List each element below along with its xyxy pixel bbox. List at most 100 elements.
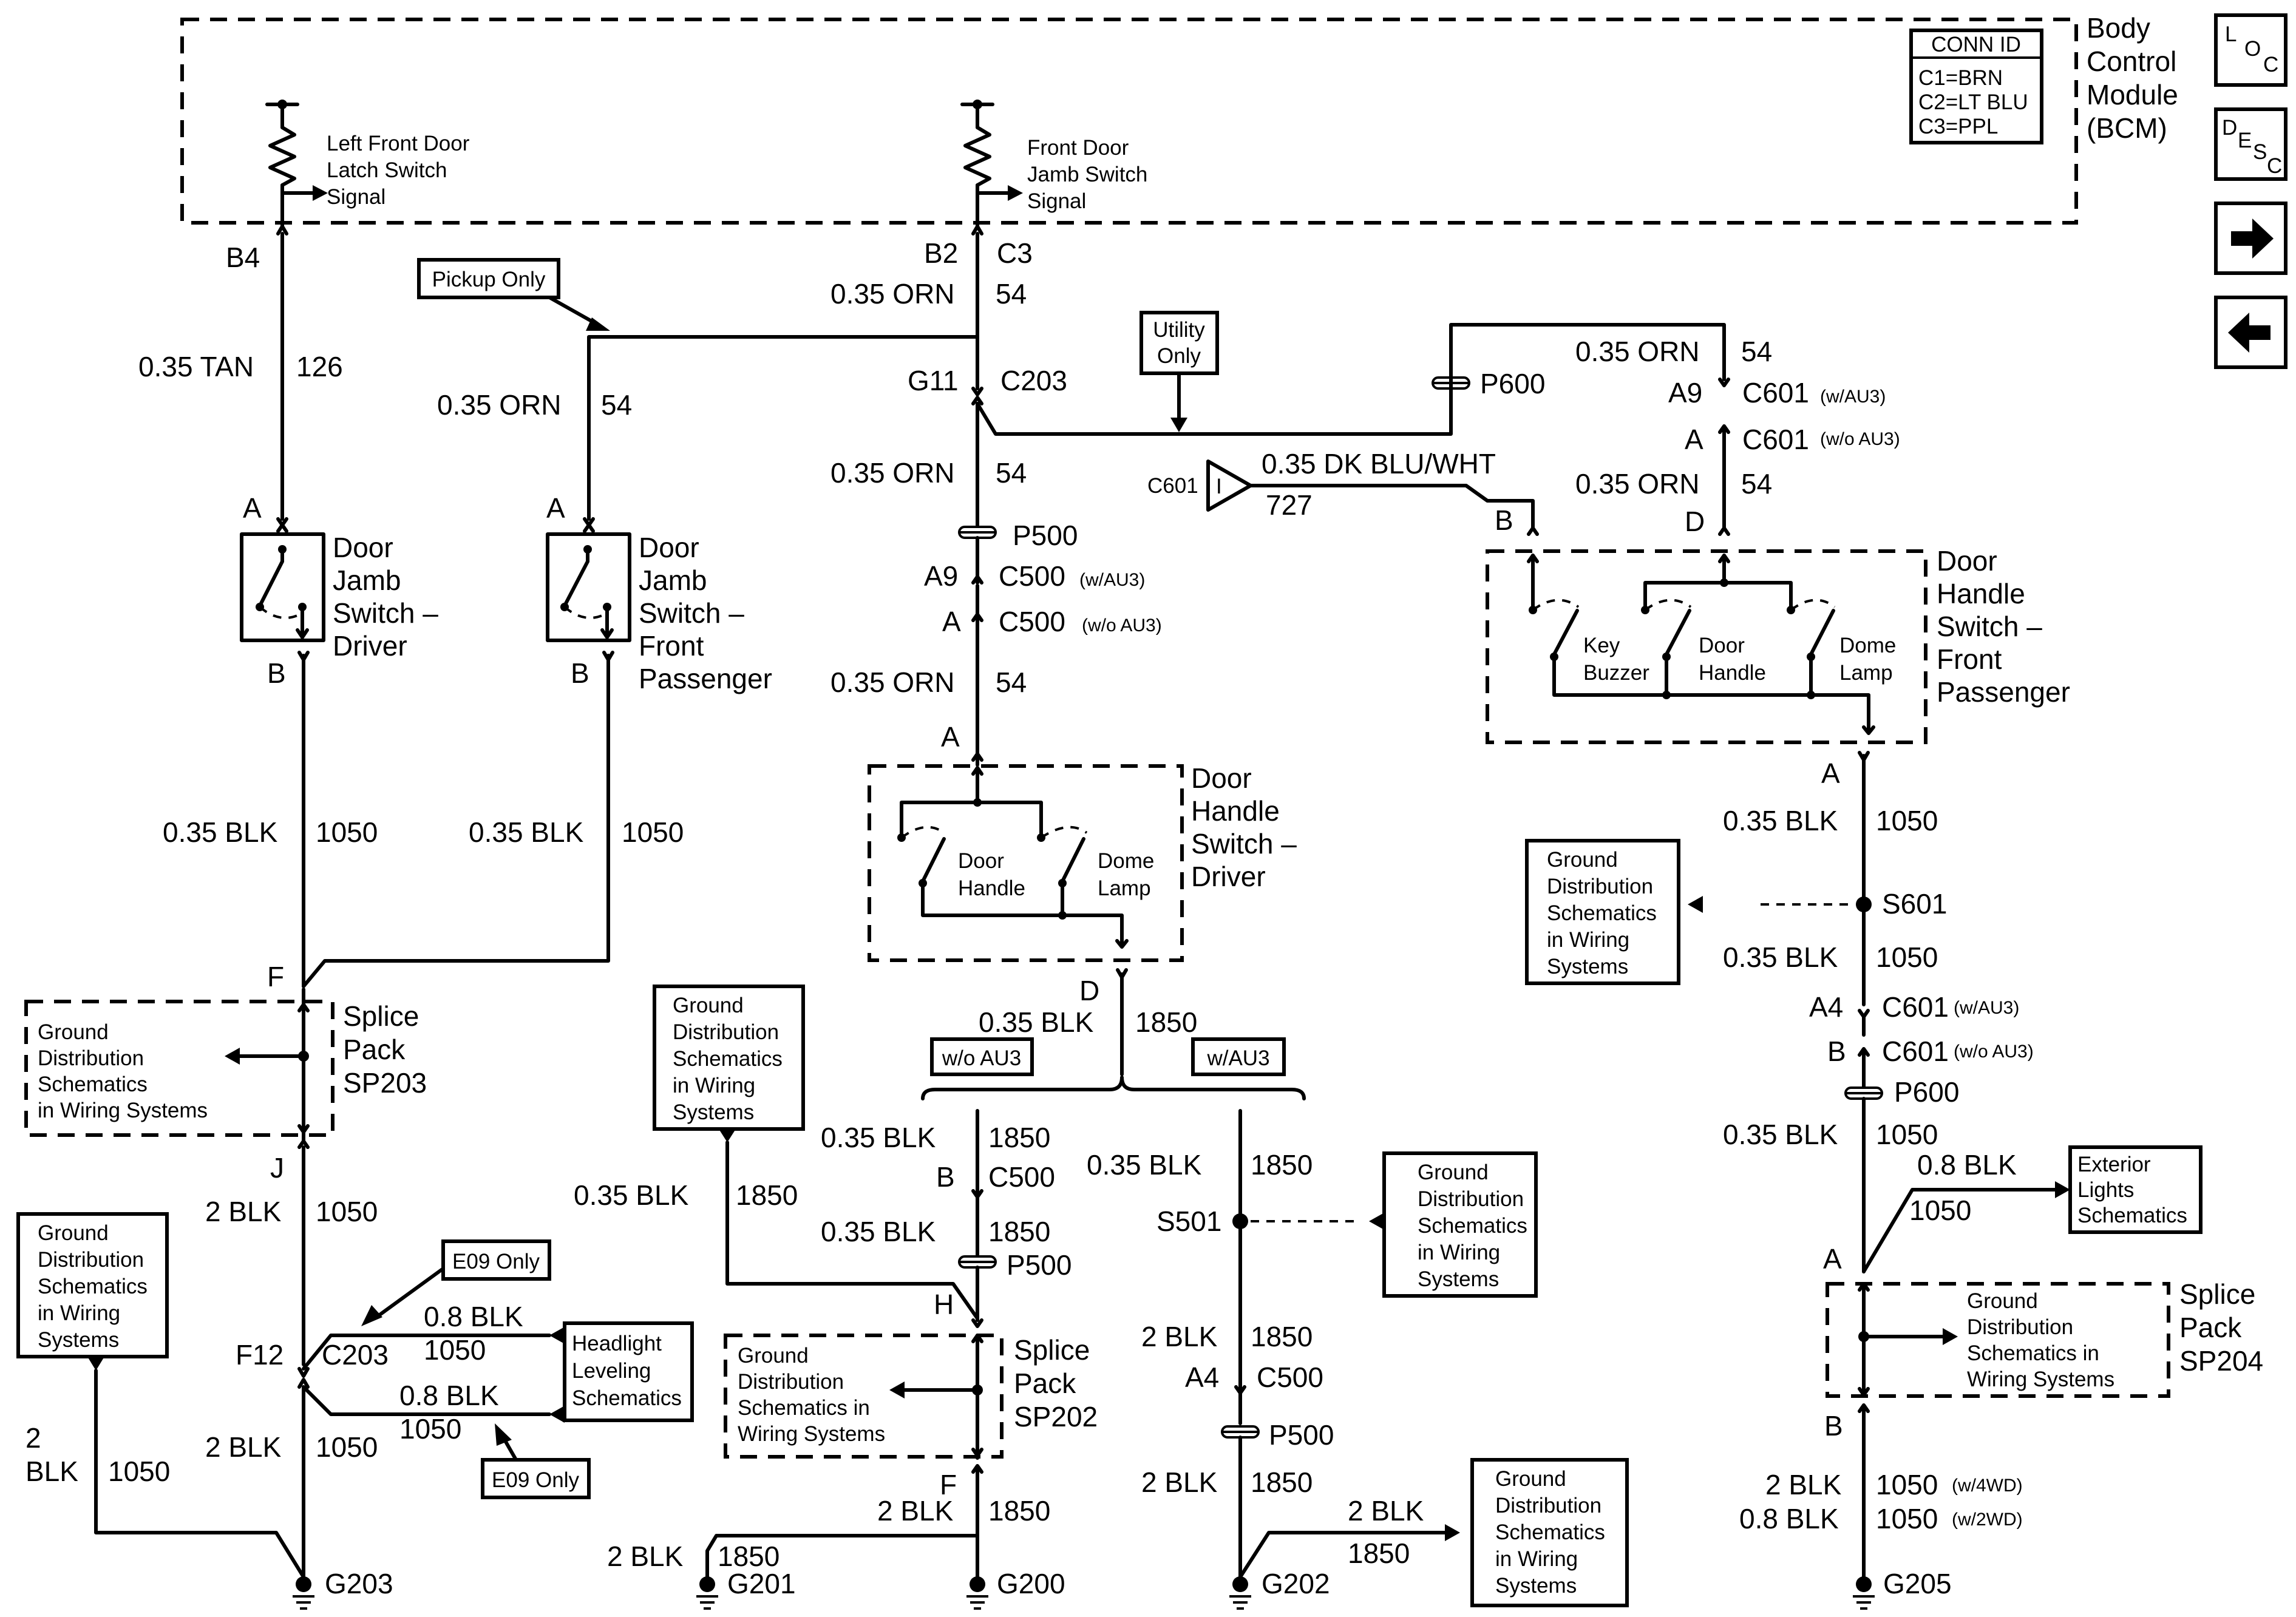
svg-text:54: 54 xyxy=(996,457,1027,489)
svg-text:Schematics: Schematics xyxy=(572,1386,682,1410)
svg-text:1050: 1050 xyxy=(1876,1119,1938,1150)
arrow-left-icon xyxy=(2228,313,2271,353)
svg-text:P600: P600 xyxy=(1894,1076,1959,1108)
svg-text:Schematics: Schematics xyxy=(38,1275,148,1298)
svg-text:Jamb: Jamb xyxy=(639,564,707,596)
svg-text:1050: 1050 xyxy=(316,816,378,848)
loc-button[interactable]: L O C xyxy=(2214,13,2288,87)
svg-text:Buzzer: Buzzer xyxy=(1583,661,1649,685)
svg-text:Door: Door xyxy=(1699,634,1745,657)
svg-text:0.35 ORN: 0.35 ORN xyxy=(1575,468,1700,500)
svg-text:1850: 1850 xyxy=(1251,1321,1313,1352)
svg-text:1050: 1050 xyxy=(1909,1195,1971,1226)
svg-text:A: A xyxy=(1823,1243,1842,1275)
svg-text:1850: 1850 xyxy=(988,1216,1050,1247)
forward-button[interactable] xyxy=(2214,202,2288,275)
svg-text:Only: Only xyxy=(1157,344,1201,368)
svg-text:Ground: Ground xyxy=(1967,1289,2038,1313)
exterior-lights-note: Exterior Lights Schematics xyxy=(2068,1145,2203,1234)
svg-text:1850: 1850 xyxy=(736,1179,798,1211)
svg-text:C601: C601 xyxy=(1742,377,1809,408)
svg-text:Jamb: Jamb xyxy=(333,564,401,596)
svg-text:Splice: Splice xyxy=(2179,1278,2255,1310)
svg-text:Schematics in: Schematics in xyxy=(738,1396,870,1420)
svg-text:Signal: Signal xyxy=(327,185,385,209)
svg-text:2 BLK: 2 BLK xyxy=(1348,1495,1424,1527)
svg-text:Systems: Systems xyxy=(673,1100,754,1124)
svg-text:Ground: Ground xyxy=(1418,1161,1489,1184)
svg-text:Body: Body xyxy=(2087,12,2150,44)
svg-text:Latch Switch: Latch Switch xyxy=(327,158,447,182)
back-button[interactable] xyxy=(2214,296,2288,369)
circuit-1050-right: A 0.35 BLK 1050 S601 0.35 BLK 1050 A4 C6… xyxy=(1688,751,2070,1275)
svg-text:Handle: Handle xyxy=(1699,661,1766,685)
svg-text:Exterior: Exterior xyxy=(2077,1153,2151,1176)
svg-text:Wiring Systems: Wiring Systems xyxy=(738,1422,885,1446)
svg-text:(w/2WD): (w/2WD) xyxy=(1952,1510,2023,1530)
desc-button[interactable]: D E S C xyxy=(2214,107,2288,181)
ground-dist-s601: Ground Distribution Schematics in Wiring… xyxy=(1525,839,1680,985)
svg-text:G205: G205 xyxy=(1883,1568,1952,1599)
svg-text:H: H xyxy=(934,1289,954,1320)
svg-text:0.35 DK BLU/WHT: 0.35 DK BLU/WHT xyxy=(1262,448,1496,480)
svg-text:Distribution: Distribution xyxy=(38,1248,144,1272)
svg-text:1850: 1850 xyxy=(1251,1149,1313,1181)
svg-text:A: A xyxy=(546,492,565,524)
svg-text:E09 Only: E09 Only xyxy=(452,1250,540,1273)
svg-text:in Wiring: in Wiring xyxy=(1495,1547,1578,1571)
splice-pack-sp202: Ground Distribution Schematics in Wiring… xyxy=(724,1334,1098,1460)
svg-text:A: A xyxy=(942,606,961,637)
svg-text:Headlight: Headlight xyxy=(572,1332,662,1355)
svg-text:Lights: Lights xyxy=(2077,1178,2134,1202)
left-latch-signal: Left Front Door Latch Switch Signal xyxy=(265,100,470,229)
svg-text:Switch –: Switch – xyxy=(1191,828,1297,859)
svg-text:2 BLK: 2 BLK xyxy=(205,1196,282,1227)
svg-text:Key: Key xyxy=(1583,634,1620,657)
arrow-right-icon xyxy=(2231,219,2274,259)
svg-text:Left Front Door: Left Front Door xyxy=(327,132,470,155)
svg-text:(w/o AU3): (w/o AU3) xyxy=(1082,615,1162,636)
svg-text:D: D xyxy=(1685,506,1705,537)
svg-text:0.35 ORN: 0.35 ORN xyxy=(437,389,562,421)
svg-text:P500: P500 xyxy=(1013,520,1078,551)
svg-text:Passenger: Passenger xyxy=(1937,676,2070,708)
svg-text:G201: G201 xyxy=(727,1568,796,1599)
wo-au3-note: w/o AU3 xyxy=(930,1037,1034,1076)
svg-text:C203: C203 xyxy=(1000,365,1067,396)
svg-text:E09 Only: E09 Only xyxy=(492,1468,579,1492)
ground-dist-left: Ground Distribution Schematics in Wiring… xyxy=(16,1212,305,1579)
ground-dist-g202: Ground Distribution Schematics in Wiring… xyxy=(1470,1458,1629,1607)
svg-text:0.35 TAN: 0.35 TAN xyxy=(138,351,254,382)
svg-text:A4: A4 xyxy=(1809,991,1843,1023)
svg-text:P600: P600 xyxy=(1480,368,1545,399)
svg-text:1050: 1050 xyxy=(399,1413,461,1445)
svg-text:S: S xyxy=(2253,140,2267,164)
svg-text:w/AU3: w/AU3 xyxy=(1206,1046,1269,1070)
svg-text:Signal: Signal xyxy=(1027,189,1086,213)
svg-text:2 BLK: 2 BLK xyxy=(1141,1321,1218,1352)
svg-text:Module: Module xyxy=(2087,79,2178,110)
svg-text:Handle: Handle xyxy=(958,876,1025,900)
circuit-1050-headlight: 0.8 BLK 1050 0.8 BLK 1050 xyxy=(302,1301,565,1445)
bcm-outline xyxy=(180,18,2078,225)
door-jamb-switch-driver: Door Jamb Switch – Driver xyxy=(240,532,438,662)
conn-id-c3: C3=PPL xyxy=(1918,115,1998,138)
svg-text:1050: 1050 xyxy=(1876,1469,1938,1500)
svg-text:S601: S601 xyxy=(1882,888,1947,920)
ground-dist-center: Ground Distribution Schematics in Wiring… xyxy=(574,985,979,1320)
ground-g203: G203 xyxy=(293,1568,393,1610)
svg-text:Driver: Driver xyxy=(333,630,407,662)
svg-text:Splice: Splice xyxy=(343,1000,419,1032)
svg-text:0.35 BLK: 0.35 BLK xyxy=(821,1122,936,1153)
svg-text:Door: Door xyxy=(1191,762,1252,794)
ground-g200: G200 xyxy=(966,1568,1065,1610)
conn-id-c1: C1=BRN xyxy=(1918,66,2003,90)
circuit-1050-pass: B 0.35 BLK 1050 xyxy=(302,651,684,988)
svg-text:(w/o AU3): (w/o AU3) xyxy=(1954,1042,2034,1062)
svg-text:B: B xyxy=(1824,1410,1843,1442)
circuit-727: C601 I 0.35 DK BLU/WHT 727 B xyxy=(1147,448,1539,536)
svg-text:A9: A9 xyxy=(1668,377,1702,408)
circuit-54-center: B2 C3 0.35 ORN 54 G11 C203 0.35 ORN 54 xyxy=(830,225,1067,527)
conn-id-title: CONN ID xyxy=(1931,33,2021,56)
svg-text:L: L xyxy=(2225,22,2237,46)
